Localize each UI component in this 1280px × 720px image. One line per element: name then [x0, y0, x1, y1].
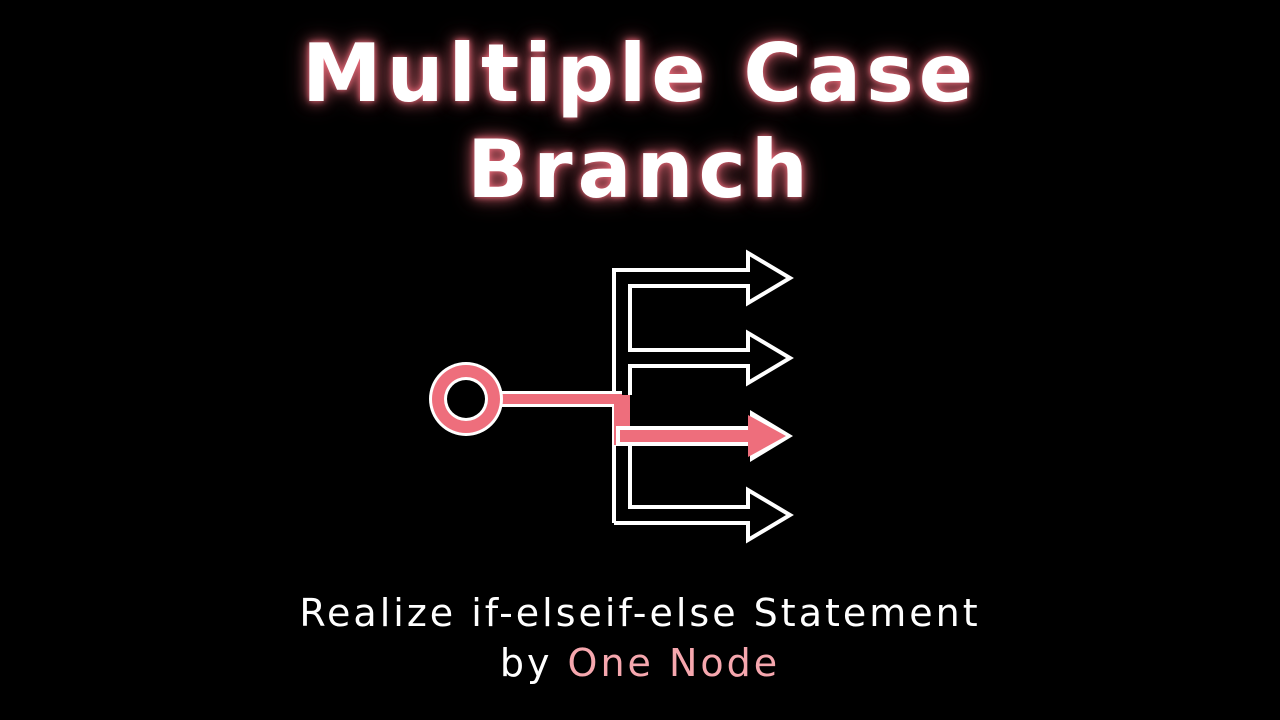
subtitle-prefix: by — [499, 641, 568, 685]
active-branch — [496, 391, 793, 462]
branch-arrows — [612, 249, 794, 544]
active-arrow — [620, 415, 786, 457]
start-node-icon — [429, 362, 503, 436]
branch-arrow-1 — [612, 249, 794, 523]
subtitle-line-2: by One Node — [0, 638, 1280, 688]
title-line-1: Multiple Case — [301, 27, 978, 120]
subtitle: Realize if-elseif-else Statement by One … — [0, 588, 1280, 688]
subtitle-line-1: Realize if-elseif-else Statement — [299, 591, 981, 635]
subtitle-highlight: One Node — [567, 641, 781, 685]
branch-arrow-4 — [614, 446, 794, 544]
title-line-2: Branch — [467, 123, 813, 216]
title: Multiple Case Branch — [0, 26, 1280, 218]
input-line — [498, 394, 622, 404]
